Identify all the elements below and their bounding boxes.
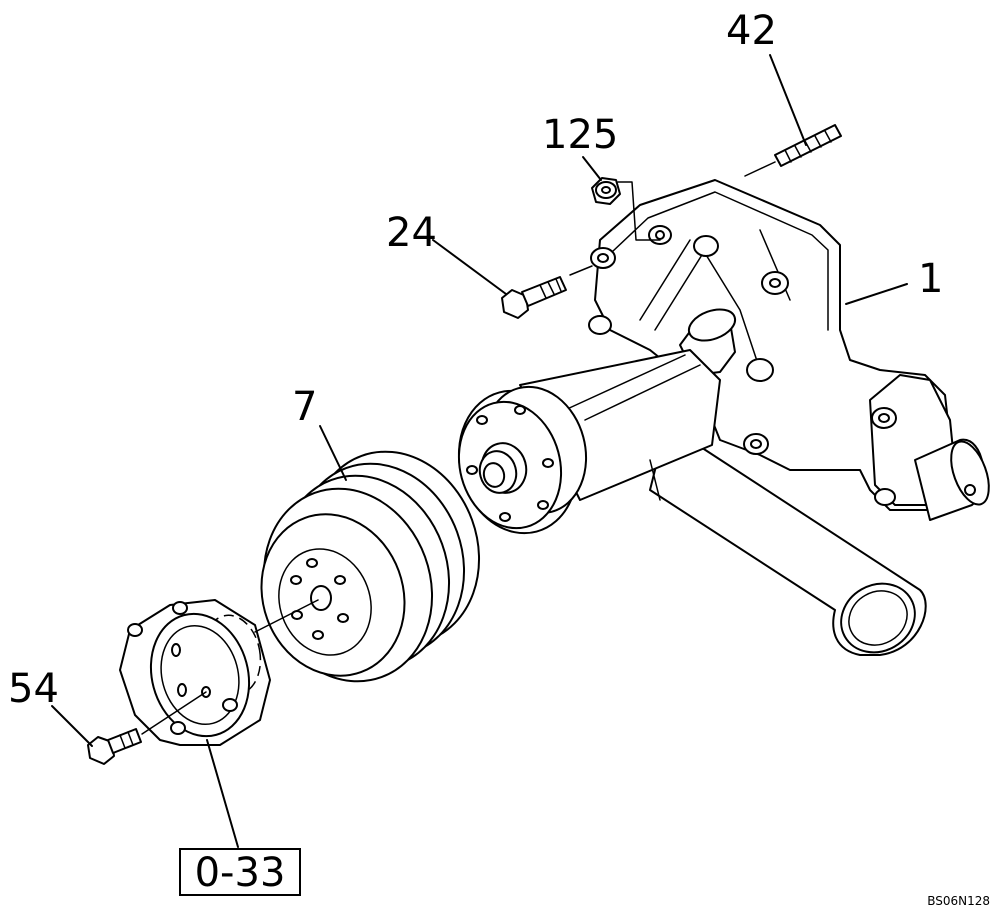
assembly-axis-lines: [141, 599, 319, 735]
hex-bolt-lower: [87, 728, 142, 765]
v-belt-pulley: [260, 450, 481, 683]
reference-label: 0-33: [195, 850, 286, 896]
callout-54: 54: [8, 666, 59, 712]
stud-bolt: [744, 124, 842, 177]
flange-nut: [591, 177, 661, 241]
callout-24: 24: [386, 210, 437, 256]
callout-7: 7: [292, 384, 317, 430]
reference-box: 0-33: [179, 848, 301, 896]
leader-lines: [51, 54, 908, 848]
fan-flange: [119, 599, 271, 746]
callout-125: 125: [542, 112, 618, 158]
drawing-code: BS06N128: [927, 894, 990, 908]
water-pump-housing: [457, 179, 990, 656]
hex-bolt-upper: [501, 265, 593, 319]
callout-42: 42: [726, 8, 777, 54]
callout-1: 1: [918, 256, 943, 302]
